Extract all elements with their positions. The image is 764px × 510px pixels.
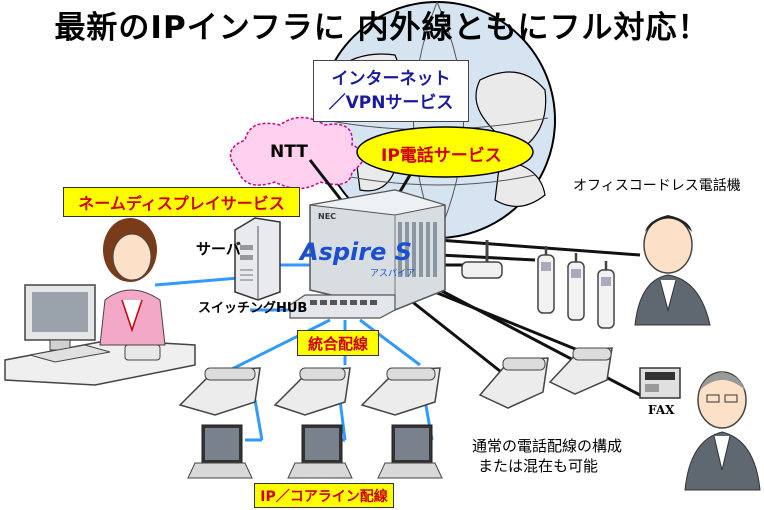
server-tower-icon	[234, 217, 281, 301]
operator-desk-icon	[4, 284, 196, 386]
office-worker-icon	[634, 215, 711, 326]
integrated-wiring-box: 統合配線	[297, 330, 379, 356]
server-label: サーバ	[196, 240, 241, 258]
vpn-service-label: ／VPNサービス	[328, 93, 454, 113]
internet-vpn-box: インターネット ／VPNサービス	[313, 60, 469, 122]
laptop-icon	[377, 424, 443, 479]
ntt-cloud-icon	[229, 116, 365, 190]
office-cordless-label: オフィスコードレス電話機	[573, 178, 741, 194]
ip-coreline-wiring-box: IP／コアライン配線	[254, 483, 394, 508]
senior-worker-icon	[684, 371, 761, 491]
name-display-service-box: ネームディスプレイサービス	[63, 187, 300, 217]
wiring-note-line1: 通常の電話配線の構成	[472, 437, 623, 455]
desk-phone-icon	[273, 367, 351, 416]
pbx-subtitle-label: アスパイア	[370, 269, 416, 279]
ip-phone-service-ellipse	[356, 126, 534, 178]
cordless-handset-icon	[537, 246, 555, 314]
operator-woman-icon	[99, 218, 166, 346]
pbx-unit-icon	[309, 189, 446, 311]
switching-hub-label: スイッチングHUB	[198, 301, 308, 316]
desk-phone-icon	[360, 367, 441, 416]
wiring-note: 通常の電話配線の構成 または混在も可能	[472, 436, 622, 476]
wiring-note-line2: または混在も可能	[478, 457, 599, 475]
wireless-antenna-icon	[461, 240, 503, 279]
laptop-icon	[287, 424, 353, 479]
pbx-brand-label: Aspire S	[300, 238, 413, 266]
desk-phone-icon	[478, 357, 549, 409]
ip-phone-service-label: IP電話サービス	[381, 146, 502, 166]
laptop-icon	[187, 424, 253, 479]
page-title: 最新のIPインフラに 内外線ともにフル対応！	[54, 10, 710, 46]
desk-phone-icon	[178, 367, 261, 416]
cordless-handset-icon	[567, 253, 585, 321]
fax-label: FAX	[648, 403, 675, 417]
internet-label: インターネット	[331, 69, 451, 89]
pbx-maker-label: NEC	[318, 212, 337, 221]
cordless-handset-icon	[597, 261, 615, 329]
desk-phone-icon	[548, 347, 613, 395]
fax-machine-icon	[639, 367, 681, 399]
ntt-label: NTT	[270, 142, 308, 162]
switching-hub-icon	[289, 294, 396, 319]
